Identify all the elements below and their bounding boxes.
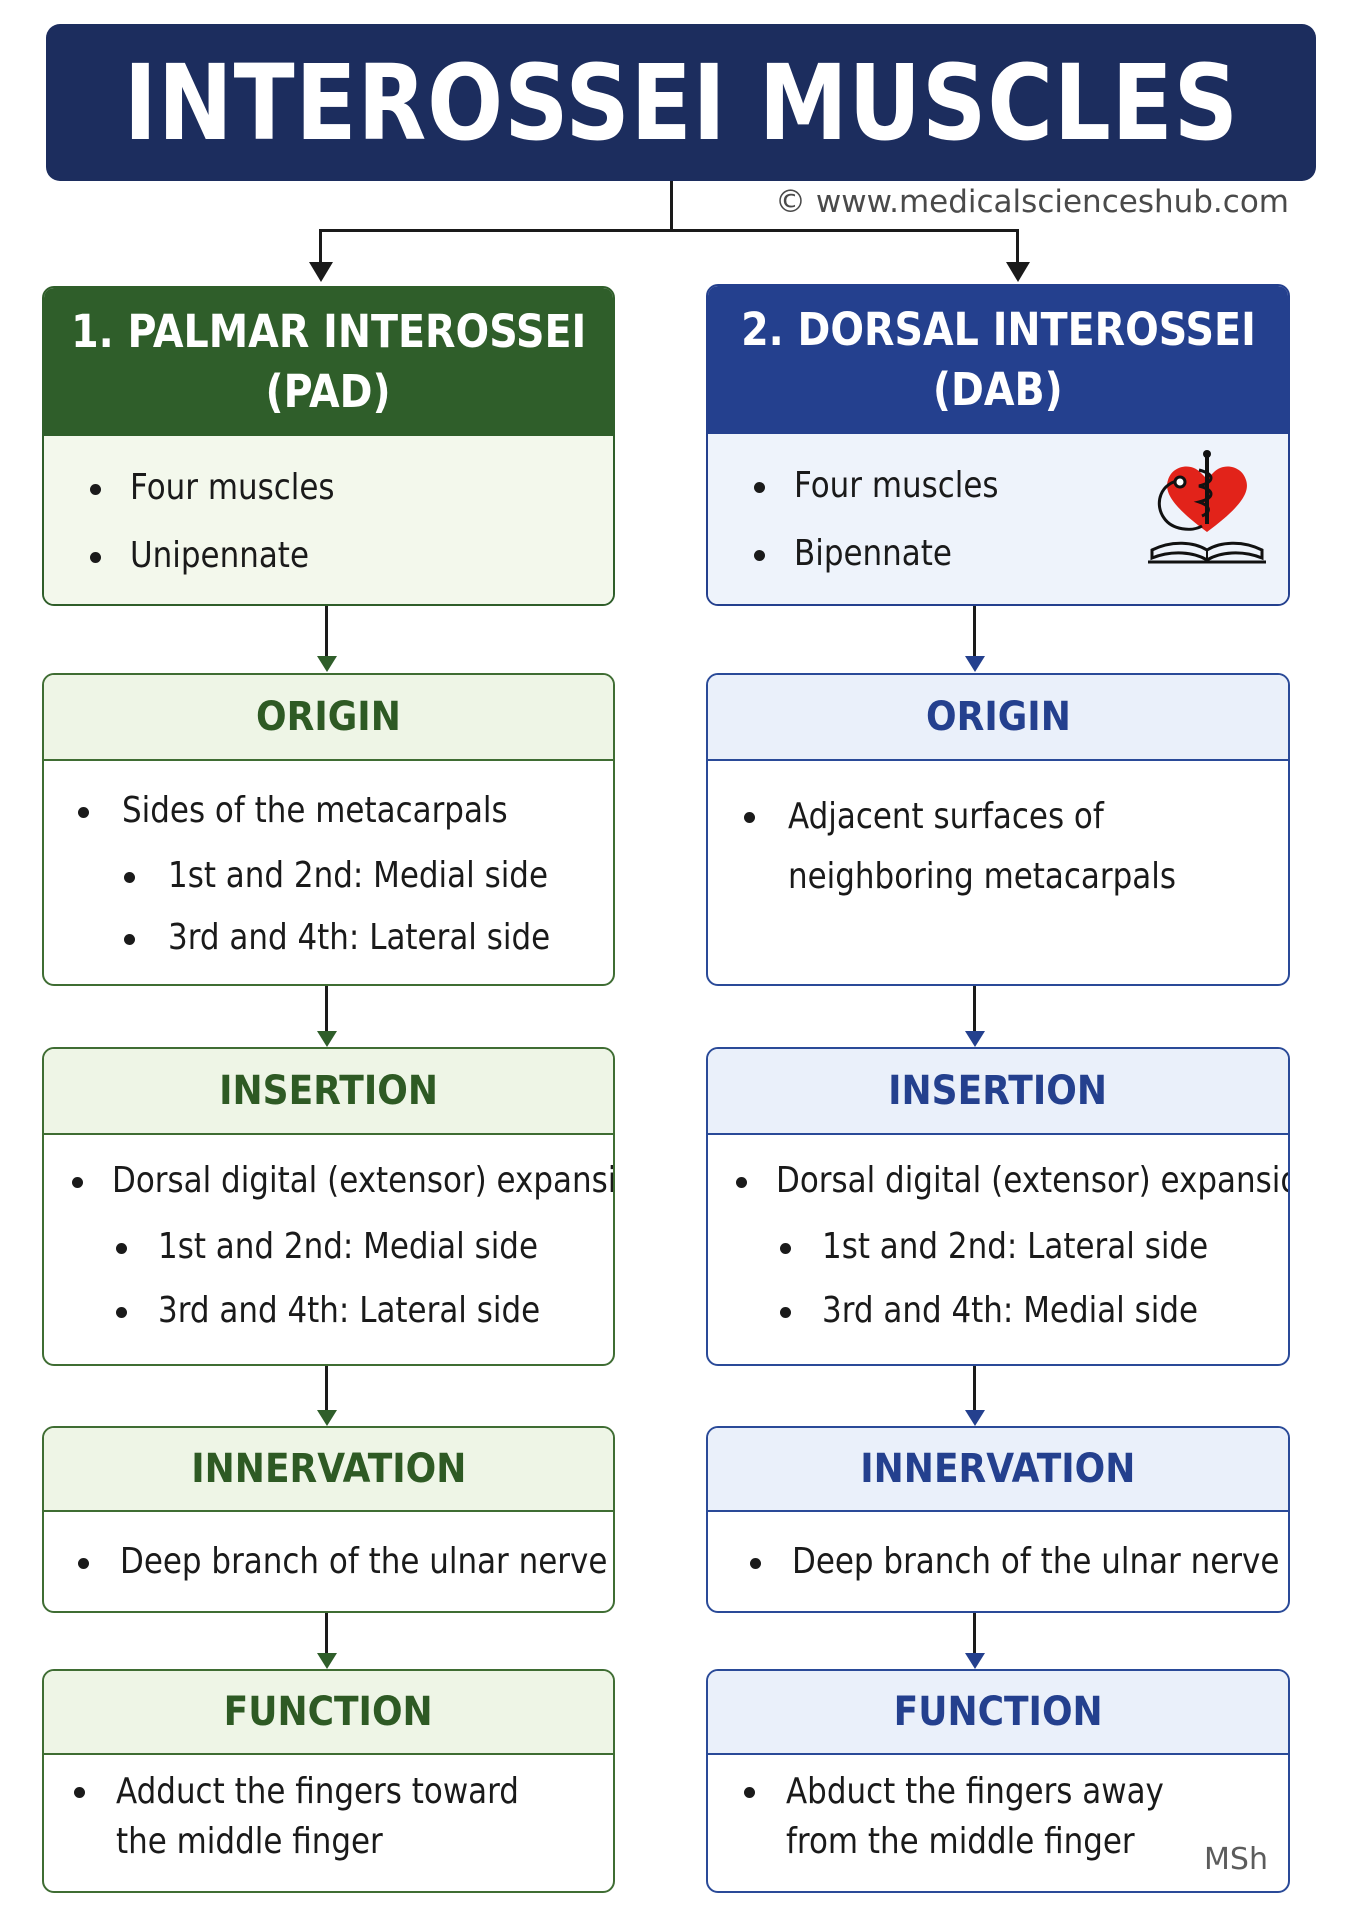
connector-line bbox=[1016, 229, 1019, 265]
list-item: Four muscles bbox=[754, 452, 1288, 520]
palmar-origin-card: ORIGIN Sides of the metacarpals 1st and … bbox=[42, 673, 615, 986]
list-item: Adduct the fingers toward bbox=[74, 1767, 613, 1817]
connector-line bbox=[325, 1366, 328, 1412]
list-item: Deep branch of the ulnar nerve bbox=[750, 1528, 1288, 1596]
connector-line bbox=[319, 229, 1018, 232]
palmar-features: Four muscles Unipennate bbox=[44, 436, 613, 604]
section-heading: FUNCTION bbox=[708, 1671, 1288, 1755]
connector-line bbox=[973, 986, 976, 1034]
connector-line bbox=[325, 986, 328, 1034]
list-item: 1st and 2nd: Lateral side bbox=[736, 1215, 1288, 1279]
arrow-down-icon bbox=[317, 1653, 337, 1669]
list-item: Bipennate bbox=[754, 520, 1288, 588]
palmar-function-card: FUNCTION Adduct the fingers toward the m… bbox=[42, 1669, 615, 1893]
list-item-continuation: from the middle finger bbox=[786, 1821, 1135, 1862]
section-heading: ORIGIN bbox=[44, 675, 613, 761]
arrow-down-icon bbox=[1006, 262, 1030, 282]
dorsal-heading: 2. DORSAL INTEROSSEI (DAB) bbox=[708, 286, 1288, 434]
connector-line bbox=[973, 606, 976, 658]
section-heading: FUNCTION bbox=[44, 1671, 613, 1755]
connector-line bbox=[325, 1613, 328, 1655]
dorsal-header-card: 2. DORSAL INTEROSSEI (DAB) Four muscles … bbox=[706, 284, 1290, 606]
connector-line bbox=[325, 606, 328, 658]
list-item: Deep branch of the ulnar nerve bbox=[78, 1528, 613, 1596]
heart-stethoscope-book-icon bbox=[1148, 450, 1266, 564]
list-item: 3rd and 4th: Lateral side bbox=[72, 1279, 613, 1343]
arrow-down-icon bbox=[317, 1031, 337, 1047]
page-title: INTEROSSEI MUSCLES bbox=[123, 41, 1239, 164]
palmar-header-card: 1. PALMAR INTEROSSEI (PAD) Four muscles … bbox=[42, 286, 615, 606]
dorsal-function-card: FUNCTION Abduct the fingers away from th… bbox=[706, 1669, 1290, 1893]
connector-line bbox=[973, 1366, 976, 1412]
section-heading: INNERVATION bbox=[44, 1428, 613, 1512]
palmar-heading: 1. PALMAR INTEROSSEI (PAD) bbox=[44, 288, 613, 436]
section-heading: INSERTION bbox=[708, 1049, 1288, 1135]
section-heading: INNERVATION bbox=[708, 1428, 1288, 1512]
list-item: 1st and 2nd: Medial side bbox=[72, 1215, 613, 1279]
connector-line bbox=[670, 181, 673, 231]
connector-line bbox=[319, 229, 322, 265]
list-item: Abduct the fingers away bbox=[744, 1767, 1288, 1817]
signature-mark: MSh bbox=[1204, 1842, 1268, 1877]
list-item: Adjacent surfaces of bbox=[744, 787, 1288, 847]
list-item-continuation: the middle finger bbox=[116, 1821, 383, 1862]
arrow-down-icon bbox=[965, 656, 985, 672]
dorsal-insertion-card: INSERTION Dorsal digital (extensor) expa… bbox=[706, 1047, 1290, 1366]
list-item: Unipennate bbox=[90, 522, 613, 590]
dorsal-innervation-card: INNERVATION Deep branch of the ulnar ner… bbox=[706, 1426, 1290, 1613]
list-item: 1st and 2nd: Medial side bbox=[78, 845, 613, 907]
dorsal-features: Four muscles Bipennate bbox=[708, 434, 1288, 604]
list-item: 3rd and 4th: Medial side bbox=[736, 1279, 1288, 1343]
list-item: Four muscles bbox=[90, 454, 613, 522]
list-item: Dorsal digital (extensor) expansion bbox=[736, 1147, 1288, 1215]
list-item: Dorsal digital (extensor) expansion bbox=[72, 1147, 613, 1215]
arrow-down-icon bbox=[965, 1031, 985, 1047]
arrow-down-icon bbox=[317, 656, 337, 672]
title-banner: INTEROSSEI MUSCLES bbox=[46, 24, 1316, 181]
arrow-down-icon bbox=[317, 1410, 337, 1426]
arrow-down-icon bbox=[309, 262, 333, 282]
connector-line bbox=[973, 1613, 976, 1655]
watermark-text: © www.medicalscienceshub.com bbox=[775, 184, 1289, 220]
dorsal-origin-card: ORIGIN Adjacent surfaces of neighboring … bbox=[706, 673, 1290, 986]
section-heading: ORIGIN bbox=[708, 675, 1288, 761]
palmar-insertion-card: INSERTION Dorsal digital (extensor) expa… bbox=[42, 1047, 615, 1366]
arrow-down-icon bbox=[965, 1410, 985, 1426]
list-item: 3rd and 4th: Lateral side bbox=[78, 907, 613, 969]
arrow-down-icon bbox=[965, 1653, 985, 1669]
section-heading: INSERTION bbox=[44, 1049, 613, 1135]
list-item-continuation: neighboring metacarpals bbox=[788, 856, 1176, 897]
palmar-innervation-card: INNERVATION Deep branch of the ulnar ner… bbox=[42, 1426, 615, 1613]
list-item: Sides of the metacarpals bbox=[78, 777, 613, 845]
